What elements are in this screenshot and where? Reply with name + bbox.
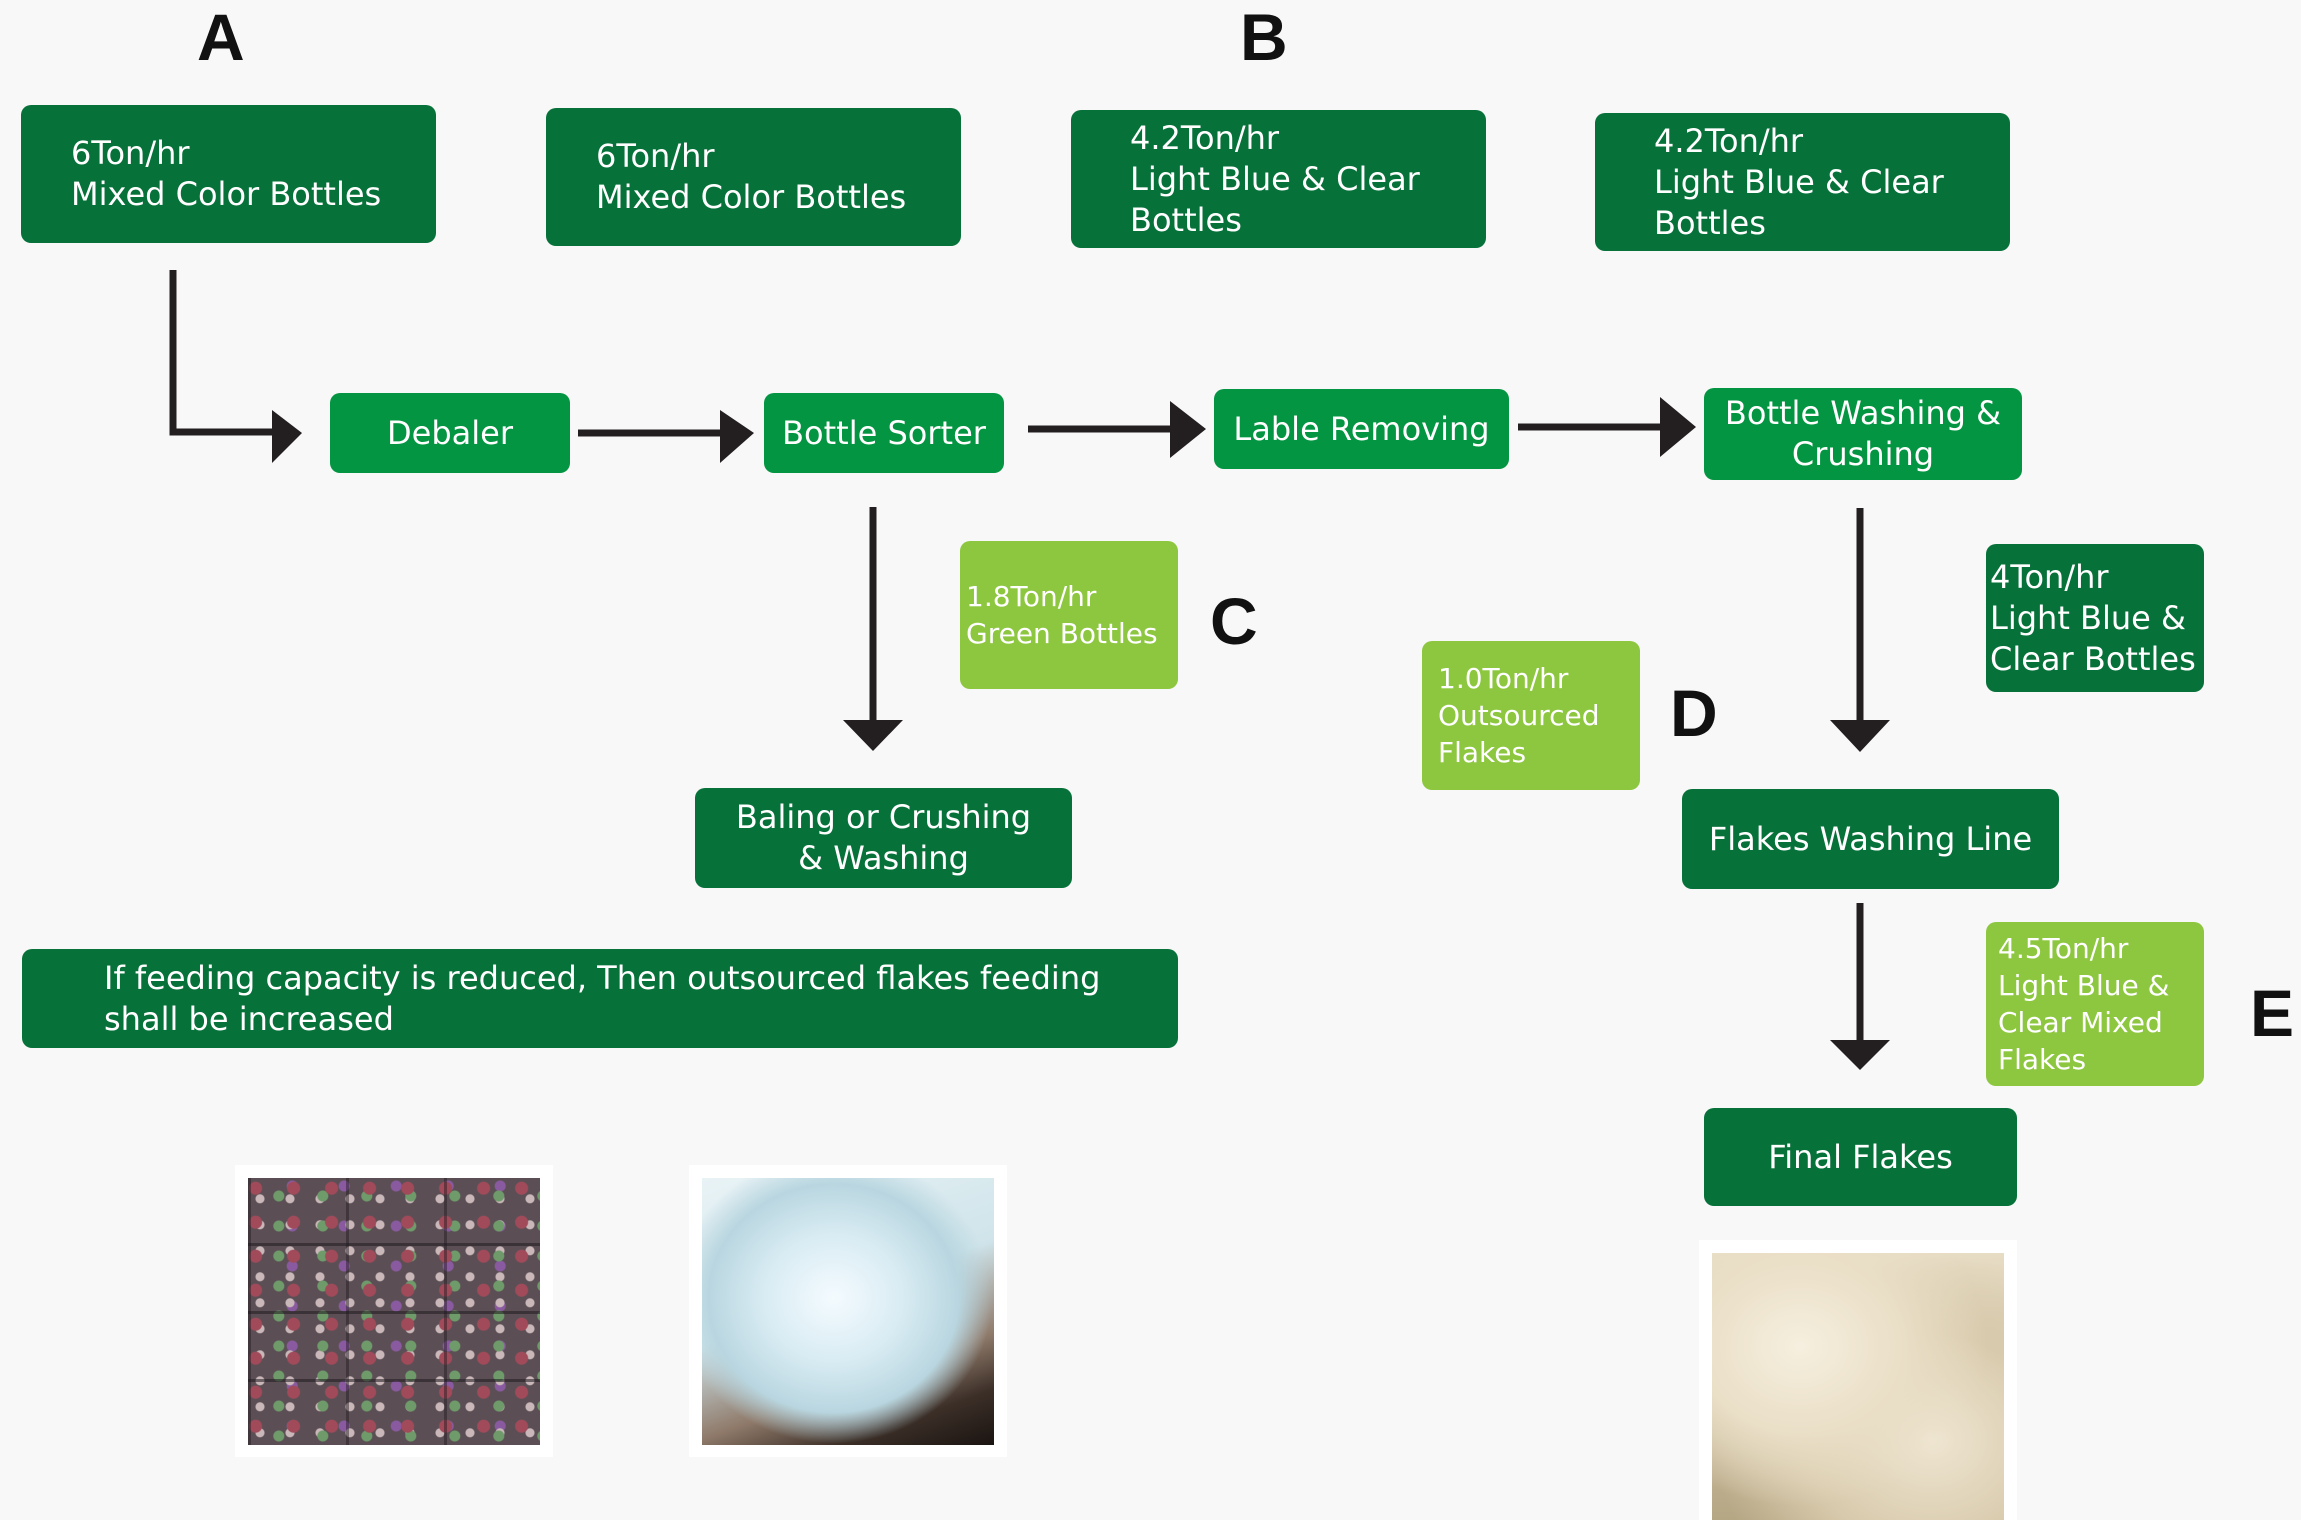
- process-final-flakes-label: Final Flakes: [1768, 1137, 1953, 1176]
- process-final-flakes: Final Flakes: [1704, 1108, 2017, 1206]
- process-lable-removing: Lable Removing: [1214, 389, 1509, 469]
- note-box: If feeding capacity is reduced, Then out…: [22, 949, 1178, 1048]
- arrowhead-flakes-washing: [1830, 720, 1890, 752]
- arrowhead-final-flakes: [1830, 1040, 1890, 1070]
- input-box-a1: 6Ton/hr Mixed Color Bottles: [21, 105, 436, 243]
- process-bottle-washing: Bottle Washing & Crushing: [1704, 388, 2022, 480]
- input-box-b2: 4.2Ton/hr Light Blue & Clear Bottles: [1595, 113, 2010, 251]
- label-d: D: [1670, 676, 1718, 750]
- process-debaler-label: Debaler: [387, 413, 513, 452]
- label-e: E: [2250, 976, 2295, 1050]
- white-flakes-photo-image: [702, 1178, 994, 1445]
- flow-green-bottles-text: 1.8Ton/hr Green Bottles: [966, 580, 1158, 650]
- flow-four-ton-text: 4Ton/hr Light Blue & Clear Bottles: [1990, 557, 2196, 678]
- final-flakes-photo-image: [1712, 1253, 2004, 1520]
- flow-green-bottles: 1.8Ton/hr Green Bottles: [960, 541, 1178, 689]
- input-box-a2-text: 6Ton/hr Mixed Color Bottles: [596, 137, 907, 216]
- note-text: If feeding capacity is reduced, Then out…: [104, 958, 1101, 1038]
- process-bottle-sorter-label: Bottle Sorter: [782, 413, 986, 452]
- arrowhead-washing: [1660, 397, 1696, 457]
- arrowhead-lable: [1170, 401, 1206, 458]
- arrowhead-baling: [843, 720, 903, 751]
- flow-outsourced-text: 1.0Ton/hr Outsourced Flakes: [1438, 662, 1600, 769]
- white-flakes-photo: [689, 1165, 1007, 1457]
- label-b: B: [1240, 0, 1288, 74]
- label-c: C: [1210, 584, 1258, 658]
- process-baling: Baling or Crushing & Washing: [695, 788, 1072, 888]
- input-box-b2-text: 4.2Ton/hr Light Blue & Clear Bottles: [1654, 121, 1944, 242]
- flow-mixed-flakes-text: 4.5Ton/hr Light Blue & Clear Mixed Flake…: [1998, 932, 2170, 1076]
- process-bottle-washing-label: Bottle Washing & Crushing: [1724, 394, 2002, 473]
- bales-photo: [235, 1165, 553, 1457]
- process-baling-label: Baling or Crushing & Washing: [735, 798, 1032, 877]
- final-flakes-photo: [1699, 1240, 2017, 1520]
- process-bottle-sorter: Bottle Sorter: [764, 393, 1004, 473]
- arrowhead-debaler: [272, 410, 302, 463]
- process-debaler: Debaler: [330, 393, 570, 473]
- flow-four-ton: 4Ton/hr Light Blue & Clear Bottles: [1986, 544, 2204, 692]
- arrowhead-sorter: [720, 410, 754, 463]
- input-box-a1-text: 6Ton/hr Mixed Color Bottles: [71, 134, 382, 213]
- flow-outsourced: 1.0Ton/hr Outsourced Flakes: [1422, 641, 1640, 790]
- process-lable-removing-label: Lable Removing: [1233, 409, 1490, 448]
- process-flakes-washing-label: Flakes Washing Line: [1708, 819, 2033, 858]
- bales-photo-image: [248, 1178, 540, 1445]
- label-a: A: [197, 0, 245, 74]
- input-box-a2: 6Ton/hr Mixed Color Bottles: [546, 108, 961, 246]
- input-box-b1-text: 4.2Ton/hr Light Blue & Clear Bottles: [1130, 118, 1420, 239]
- input-box-b1: 4.2Ton/hr Light Blue & Clear Bottles: [1071, 110, 1486, 248]
- flow-mixed-flakes: 4.5Ton/hr Light Blue & Clear Mixed Flake…: [1986, 922, 2204, 1086]
- process-flakes-washing: Flakes Washing Line: [1682, 789, 2059, 889]
- arrow-input-to-debaler: [169, 270, 275, 436]
